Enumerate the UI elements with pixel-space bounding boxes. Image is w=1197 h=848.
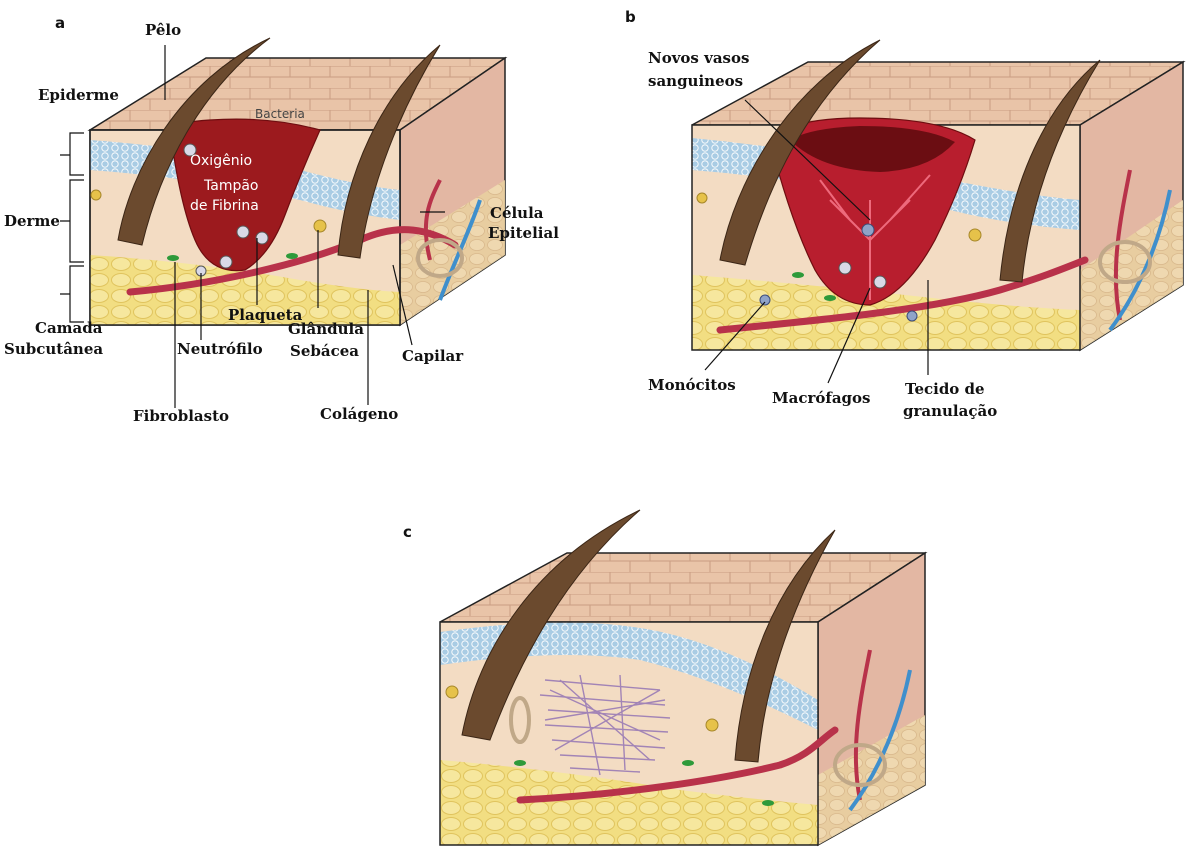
fibrina-label: de Fibrina [190,198,259,214]
sebacea-label: Sebácea [290,342,359,360]
capilar-label: Capilar [402,347,464,365]
oxigenio-label: Oxigênio [190,153,252,169]
bacteria-label: Bacteria [255,107,305,121]
camada-label: Camada [35,319,103,337]
panel-a: a Bacteria Oxigênio Tampão de Fibrina [4,14,559,425]
tampao-label: Tampão [203,178,258,194]
epiderme-label: Epiderme [38,86,119,104]
colageno-label: Colágeno [320,405,398,423]
panel-c: c [403,510,925,845]
glandula-label: Glândula [288,320,364,338]
panel-c-letter: c [403,523,412,541]
subcutanea-label: Subcutânea [4,340,103,358]
novos-vasos-label: Novos vasos [648,49,749,67]
epitelial-label: Epitelial [488,224,559,242]
panel-b: b Novos vasos sanguin [625,8,1183,420]
panel-b-letter: b [625,8,636,26]
pelo-label: Pêlo [145,21,181,39]
derme-label: Derme [4,212,60,230]
monocitos-label: Monócitos [648,376,736,394]
panel-a-letter: a [55,14,65,32]
sanguineos-label: sanguineos [648,72,743,90]
celula-label: Célula [490,204,544,222]
neutrofilo-label: Neutrófilo [177,340,263,358]
fibroblasto-label: Fibroblasto [133,407,229,425]
tecido-label: Tecido de [905,380,985,398]
macrofagos-label: Macrófagos [772,389,870,407]
granulacao-label: granulação [903,402,997,420]
